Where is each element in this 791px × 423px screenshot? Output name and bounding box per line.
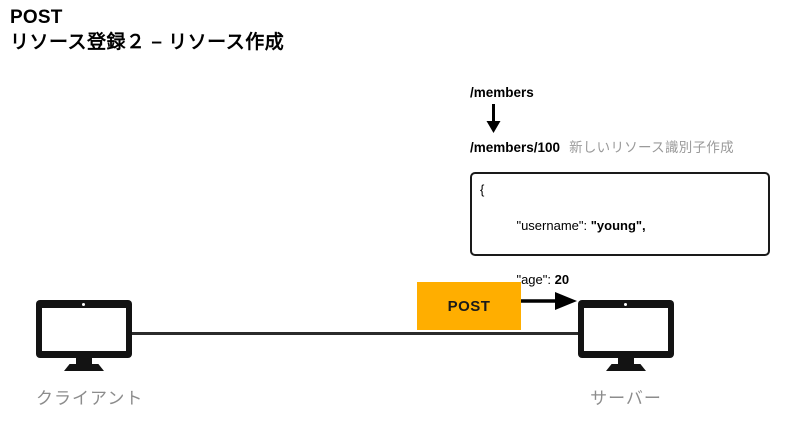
request-body-box: { "username": "young", "age": 20 } — [470, 172, 770, 323]
http-method-chip-label: POST — [447, 297, 491, 315]
client-node: クライアント — [36, 300, 144, 409]
path-arrow-wrapper — [470, 102, 775, 136]
page-title: POST — [10, 7, 63, 28]
created-endpoint-note: 新しいリソース識別子作成 — [569, 140, 734, 155]
server-label: サーバー — [590, 389, 662, 408]
json-field-row: "age": 20 — [480, 253, 768, 307]
monitor-screen — [42, 308, 126, 351]
http-method-chip-post: POST — [417, 282, 521, 330]
json-field-row: "username": "young", — [480, 199, 768, 253]
arrow-right-icon — [521, 292, 577, 310]
endpoint-annotation-group: /members /members/100 新しいリソース識別子作成 — [470, 84, 775, 157]
monitor-icon — [578, 300, 674, 372]
monitor-icon — [36, 300, 132, 372]
monitor-camera-dot — [624, 303, 627, 306]
json-field-value: 20 — [554, 272, 570, 287]
title-block: POST リソース登録２ – リソース作成 — [10, 6, 284, 56]
monitor-neck — [76, 358, 92, 366]
json-field-key: "username": — [516, 218, 588, 233]
json-field-key: "age": — [516, 272, 551, 287]
created-endpoint-line: /members/100 新しいリソース識別子作成 — [470, 136, 775, 157]
json-field-value: "young", — [590, 218, 646, 233]
created-endpoint-path: /members/100 — [470, 140, 561, 155]
monitor-neck — [618, 358, 634, 366]
monitor-base — [606, 364, 646, 371]
monitor-screen — [584, 308, 668, 351]
monitor-base — [64, 364, 104, 371]
client-label: クライアント — [36, 389, 144, 408]
monitor-camera-dot — [82, 303, 85, 306]
json-open-brace: { — [480, 182, 485, 197]
network-wire — [132, 332, 590, 335]
page-subtitle: リソース登録２ – リソース作成 — [10, 32, 285, 53]
source-endpoint-path: /members — [470, 85, 534, 100]
server-node: サーバー — [578, 300, 674, 409]
arrow-down-icon — [486, 104, 501, 133]
